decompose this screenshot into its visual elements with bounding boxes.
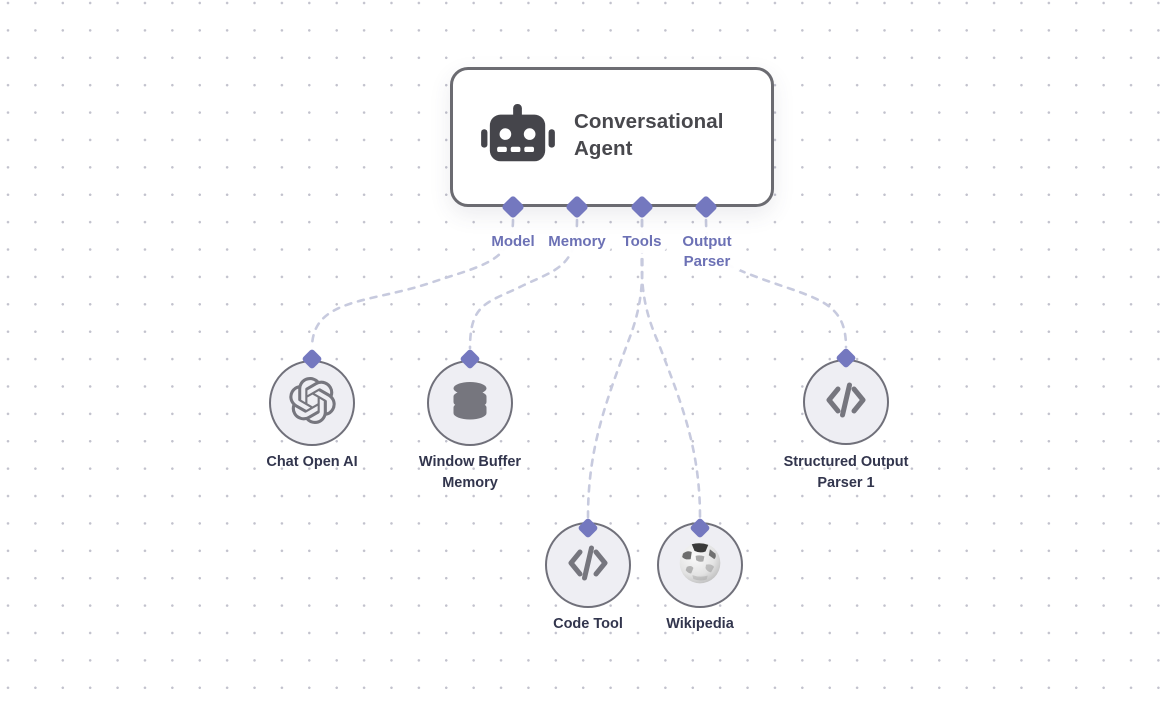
wire-tools-to-code-tool	[586, 218, 644, 519]
robot-icon	[481, 104, 555, 175]
openai-icon	[288, 377, 336, 429]
node-structured-output-parser[interactable]	[803, 359, 889, 445]
code-icon	[823, 380, 869, 425]
node-chat-open-ai[interactable]	[269, 360, 355, 446]
port-label-tools: Tools	[617, 231, 667, 253]
code-icon	[565, 543, 611, 588]
node-label-structured-output-parser: Structured Output Parser 1	[783, 454, 909, 491]
database-icon	[448, 380, 492, 427]
node-code-tool[interactable]	[545, 522, 631, 608]
node-label-window-buffer-memory: Window Buffer Memory	[418, 454, 522, 491]
wikipedia-globe-icon	[678, 541, 722, 590]
port-label-memory: Memory	[543, 231, 611, 253]
conversational-agent-node[interactable]: Conversational Agent	[450, 67, 774, 207]
wire-model-to-chat-open-ai	[310, 218, 515, 350]
node-label-code-tool: Code Tool	[553, 616, 623, 632]
node-label-wikipedia: Wikipedia	[666, 616, 734, 632]
node-label-chat-open-ai: Chat Open AI	[266, 454, 358, 470]
agent-node-title: Conversational Agent	[574, 110, 724, 160]
node-window-buffer-memory[interactable]	[427, 360, 513, 446]
port-label-model: Model	[486, 231, 540, 253]
port-label-output-parser: Output Parser	[673, 231, 741, 273]
